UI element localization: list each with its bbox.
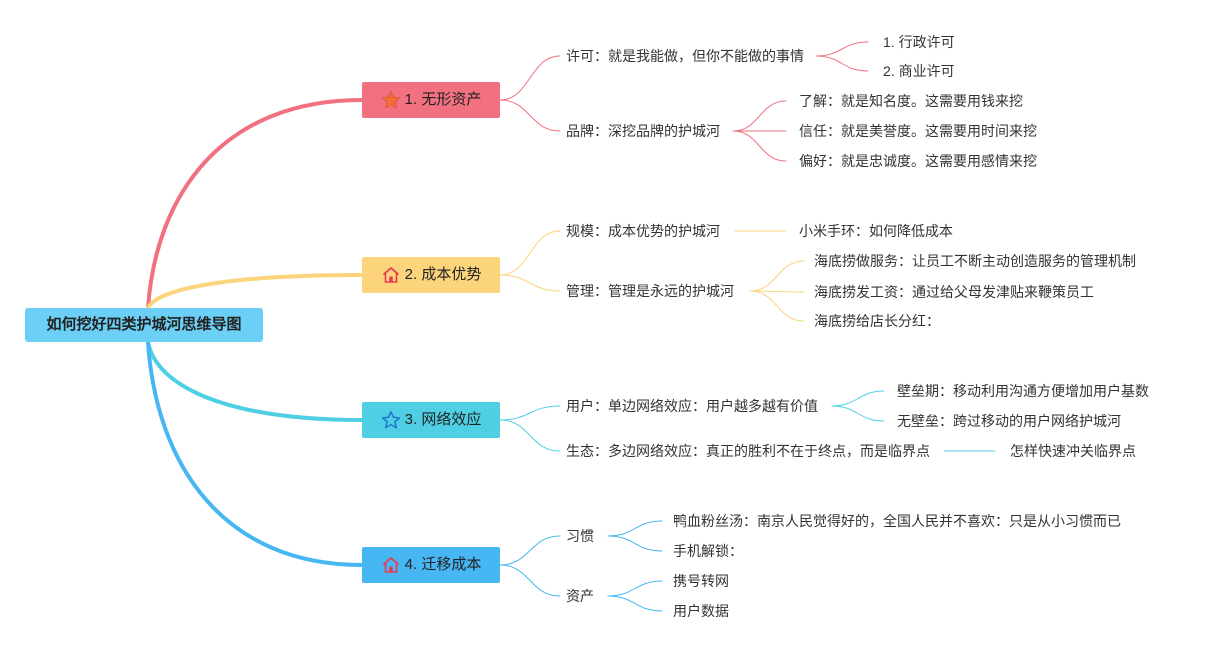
leaf-haidilao-bonus[interactable]: 海底捞给店长分红：: [814, 313, 940, 329]
branch-line: [607, 580, 663, 597]
branch-line: [815, 41, 869, 57]
leaf-haidilao-service[interactable]: 海底捞做服务：让员工不断主动创造服务的管理机制: [814, 253, 1136, 269]
leaf-preference[interactable]: 偏好：就是忠诚度。这需要用感情来挖: [799, 153, 1037, 169]
leaf-trust[interactable]: 信任：就是美誉度。这需要用时间来挖: [799, 123, 1037, 139]
branch-line: [499, 419, 561, 452]
branch-line: [749, 290, 805, 293]
branch-cost-advantage[interactable]: 2. 成本优势: [362, 257, 500, 293]
house-icon: [381, 555, 401, 575]
branch-line: [815, 55, 869, 72]
branch-network-effect[interactable]: 3. 网络效应: [362, 402, 500, 438]
branch-line: [732, 130, 787, 162]
subtopic-habit[interactable]: 习惯: [566, 528, 594, 544]
subtopic-ecosystem[interactable]: 生态：多边网络效应：真正的胜利不在于终点，而是临界点: [566, 443, 930, 459]
branch-label: 4. 迁移成本: [404, 556, 482, 573]
root-topic[interactable]: 如何挖好四类护城河思维导图: [25, 308, 263, 342]
leaf-number-porting[interactable]: 携号转网: [673, 573, 729, 589]
trunk-line: [146, 273, 364, 310]
subtopic-scale[interactable]: 规模：成本优势的护城河: [566, 223, 720, 239]
leaf-phone-unlock[interactable]: 手机解锁：: [673, 543, 743, 559]
branch-switching-cost[interactable]: 4. 迁移成本: [362, 547, 500, 583]
leaf-duck-blood-soup[interactable]: 鸭血粉丝汤：南京人民觉得好的，全国人民并不喜欢：只是从小习惯而已: [673, 513, 1121, 529]
house-icon: [381, 265, 401, 285]
branch-line: [831, 405, 885, 422]
branch-line: [607, 595, 663, 612]
leaf-tipping-point[interactable]: 怎样快速冲关临界点: [1010, 443, 1136, 459]
branch-line: [831, 390, 885, 407]
leaf-awareness[interactable]: 了解：就是知名度。这需要用钱来挖: [799, 93, 1023, 109]
trunk-line: [146, 340, 364, 422]
branch-line: [499, 564, 561, 597]
leaf-haidilao-salary[interactable]: 海底捞发工资：通过给父母发津贴来鞭策员工: [814, 284, 1094, 300]
branch-line: [607, 520, 663, 537]
branch-line: [749, 290, 805, 322]
branch-line: [499, 274, 561, 292]
leaf-user-data[interactable]: 用户数据: [673, 603, 729, 619]
branch-line: [607, 535, 663, 552]
branch-line: [499, 55, 561, 101]
star-outline-icon: [381, 410, 401, 430]
branch-label: 1. 无形资产: [404, 91, 482, 108]
subtopic-management[interactable]: 管理：管理是永远的护城河: [566, 283, 734, 299]
subtopic-assets[interactable]: 资产: [566, 588, 594, 604]
branch-line: [499, 405, 561, 421]
star-filled-icon: [381, 90, 401, 110]
subtopic-users[interactable]: 用户：单边网络效应：用户越多越有价值: [566, 398, 818, 414]
branch-label: 3. 网络效应: [404, 411, 482, 428]
branch-line: [499, 230, 561, 276]
branch-line: [499, 99, 561, 132]
leaf-administrative-license[interactable]: 1. 行政许可: [883, 34, 955, 50]
branch-intangible-assets[interactable]: 1. 无形资产: [362, 82, 500, 118]
branch-label: 2. 成本优势: [404, 266, 482, 283]
branch-line: [749, 260, 805, 292]
leaf-commercial-license[interactable]: 2. 商业许可: [883, 63, 955, 79]
trunk-line: [146, 98, 364, 310]
leaf-barrier-period[interactable]: 壁垒期：移动利用沟通方便增加用户基数: [897, 383, 1149, 399]
subtopic-license[interactable]: 许可：就是我能做，但你不能做的事情: [566, 48, 804, 64]
leaf-mi-band[interactable]: 小米手环：如何降低成本: [799, 223, 953, 239]
branch-line: [732, 100, 787, 132]
subtopic-brand[interactable]: 品牌：深挖品牌的护城河: [566, 123, 720, 139]
branch-line: [499, 535, 561, 566]
leaf-no-barrier[interactable]: 无壁垒：跨过移动的用户网络护城河: [897, 413, 1121, 429]
trunk-line: [146, 340, 364, 567]
